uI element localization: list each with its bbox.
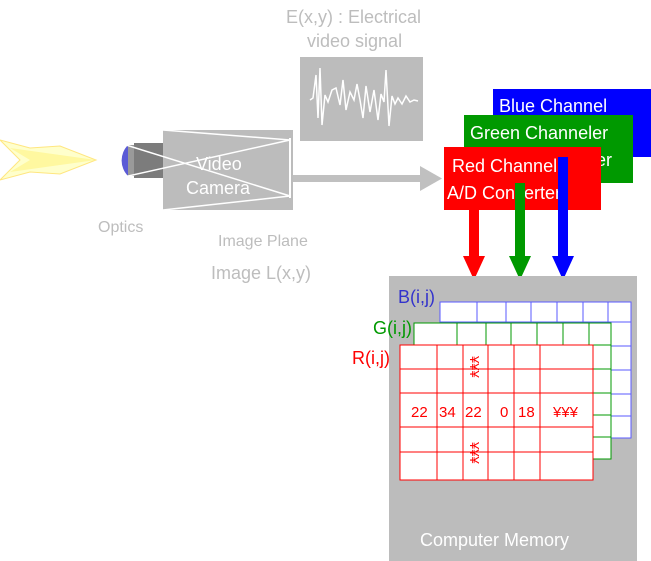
blue-converter-label: Blue Channel (499, 96, 607, 116)
green-down-arrow (509, 183, 531, 280)
image-plane-label: Image Plane (218, 233, 308, 250)
red-converter-label-line2: A/D Converter (447, 183, 561, 203)
video-camera (109, 129, 293, 211)
red-cell-value: 34 (439, 404, 456, 421)
red-grid-label: R(i,j) (352, 348, 390, 368)
red-grid (399, 344, 594, 481)
image-label: Image L(x,y) (211, 263, 311, 283)
green-grid-label: G(i,j) (373, 318, 412, 338)
red-cell-value: ¥¥¥ (552, 404, 579, 421)
red-down-arrow (463, 210, 485, 280)
computer-memory-label: Computer Memory (420, 530, 569, 550)
signal-title-line1: E(x,y) : Electrical (286, 7, 421, 27)
green-converter-label-line1: Green Channeler (470, 123, 608, 143)
red-cell-value: 22 (465, 404, 482, 421)
blue-down-arrow (552, 157, 574, 280)
optics-label: Optics (98, 219, 143, 236)
red-converter-label-line1: Red Channel (452, 156, 557, 176)
signal-title-line2: video signal (307, 31, 402, 51)
blue-grid-label: B(i,j) (398, 287, 435, 307)
red-cell-value: 22 (411, 404, 428, 421)
camera-label-line1: Video (196, 154, 242, 174)
red-column-glyph: ¥¥¥ (467, 441, 482, 464)
red-column-glyph: ¥¥¥ (467, 355, 482, 378)
red-cell-value: 18 (518, 404, 535, 421)
signal-arrow (293, 166, 442, 191)
video-signal-waveform (300, 57, 423, 141)
red-cell-value: 0 (500, 404, 508, 421)
light-rays (0, 139, 98, 181)
camera-label-line2: Camera (186, 178, 251, 198)
